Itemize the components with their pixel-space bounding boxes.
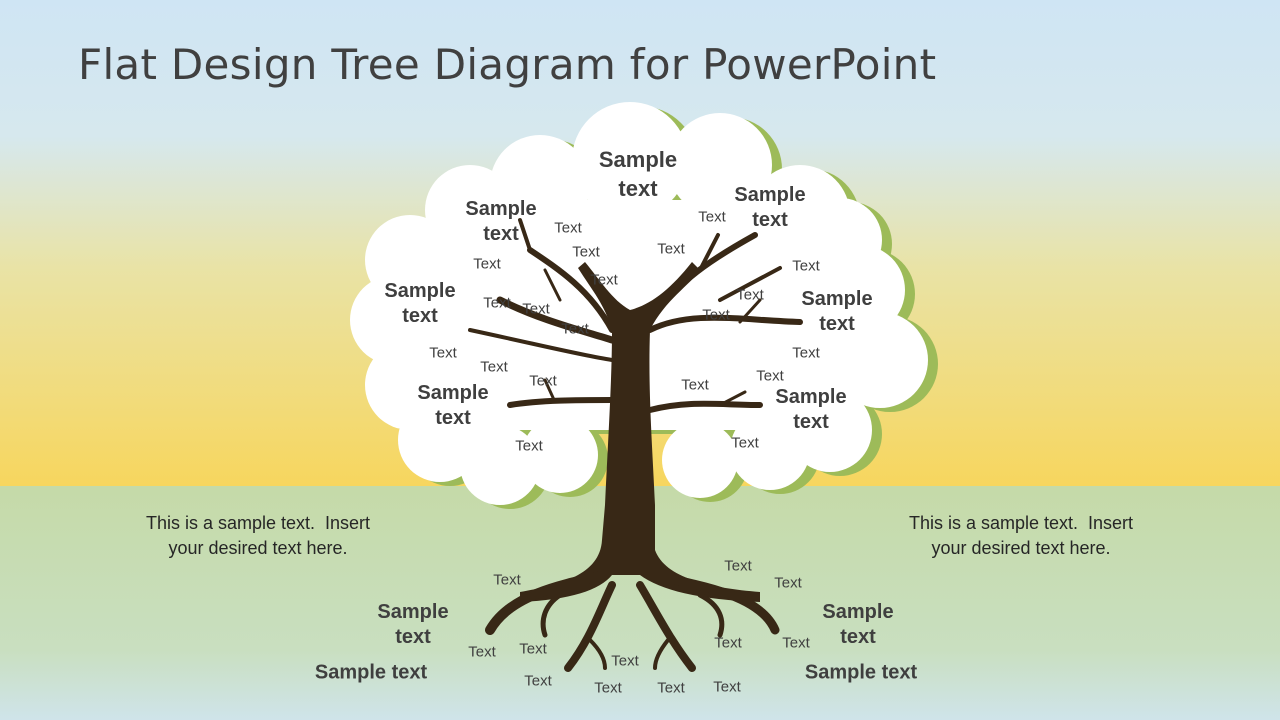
small-text-label: Text [594, 679, 622, 697]
small-text-label: Text [529, 372, 557, 390]
small-text-label: Text [561, 320, 589, 338]
slide-title: Flat Design Tree Diagram for PowerPoint [78, 40, 937, 89]
small-text-label: Text [657, 679, 685, 697]
small-text-label: Text [657, 240, 685, 258]
small-text-label: Text [736, 286, 764, 304]
small-text-label: Text [792, 344, 820, 362]
canopy-mid-right-label: Sample text [801, 288, 873, 335]
small-text-label: Text [473, 255, 501, 273]
root-left-footer: Sample text [314, 661, 428, 684]
description-right: This is a sample text. Insert your desir… [908, 513, 1134, 558]
root-right-footer: Sample text [804, 661, 918, 684]
small-text-label: Text [493, 571, 521, 589]
description-left: This is a sample text. Insert your desir… [145, 513, 371, 558]
small-text-label: Text [519, 640, 547, 658]
small-text-label: Text [698, 208, 726, 226]
canopy-upper-right-label: Sample text [734, 184, 806, 231]
canopy-lower-left-label: Sample text [417, 382, 489, 429]
small-text-label: Text [611, 652, 639, 670]
small-text-label: Text [483, 294, 511, 312]
small-text-label: Text [714, 634, 742, 652]
small-text-label: Text [429, 344, 457, 362]
small-text-label: Text [515, 437, 543, 455]
tree-trunk-icon [468, 218, 803, 602]
small-text-label: Text [782, 634, 810, 652]
small-text-label: Text [480, 358, 508, 376]
root-right-label: Sample text [822, 601, 894, 648]
small-text-label: Text [724, 557, 752, 575]
canopy-upper-left-label: Sample text [465, 198, 537, 245]
canopy-mid-left-label: Sample text [384, 280, 456, 327]
canopy-lower-right-label: Sample text [775, 386, 847, 433]
small-text-label: Text [554, 219, 582, 237]
small-text-label: Text [524, 672, 552, 690]
small-text-label: Text [681, 376, 709, 394]
small-text-label: Text [702, 306, 730, 324]
canopy-top-label: Sample text [598, 147, 678, 201]
tree-canopy-icon [350, 102, 928, 505]
tree-roots-icon [485, 570, 780, 672]
small-text-label: Text [774, 574, 802, 592]
small-text-label: Text [731, 434, 759, 452]
small-text-label: Text [572, 243, 600, 261]
small-text-label: Text [522, 300, 550, 318]
small-text-label: Text [590, 271, 618, 289]
small-text-label: Text [756, 367, 784, 385]
small-text-label: Text [713, 678, 741, 696]
small-text-label: Text [468, 643, 496, 661]
root-left-label: Sample text [377, 601, 449, 648]
small-text-label: Text [792, 257, 820, 275]
